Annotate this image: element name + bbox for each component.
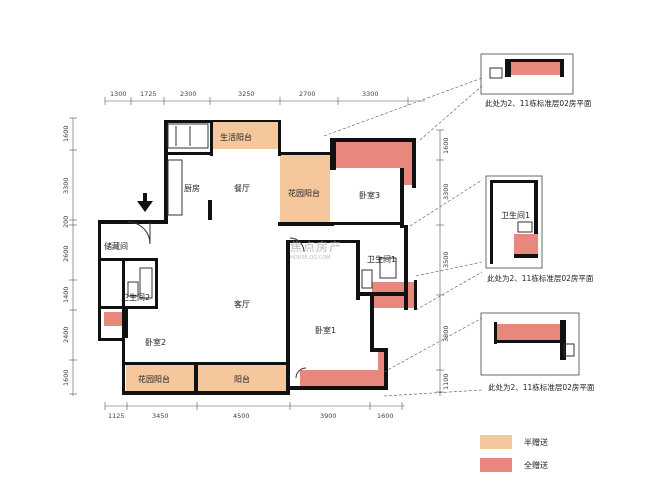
- entry-arrow-icon: [137, 193, 153, 212]
- gift-areas: [104, 121, 414, 393]
- living-balcony-fill: [212, 121, 278, 149]
- legend-half-label: 半赠送: [524, 437, 548, 447]
- bottom-dimension-labels: 1125 3450 4500 3900 1600: [108, 412, 394, 420]
- balcony-fill: [198, 365, 286, 393]
- inset-3: 此处为2、11栋标准层02房平面: [480, 312, 595, 392]
- dim-left-4: 2600: [62, 245, 70, 262]
- dim-bottom-3: 4500: [233, 412, 250, 420]
- bedroom3-full-gift: [336, 141, 414, 185]
- watermark-url: HOUSE.QQ.COM: [290, 255, 331, 261]
- inset-2-bath1: 卫生间1: [501, 210, 530, 220]
- room-living: 客厅: [234, 299, 250, 309]
- watermark-brand: 焦点房产: [290, 240, 343, 254]
- dim-left-2: 3300: [62, 177, 70, 194]
- dim-top-3: 2300: [180, 90, 197, 98]
- dim-right-2: 3300: [442, 183, 450, 200]
- legend-full-swatch: [480, 458, 512, 472]
- interior-lines: [127, 123, 397, 379]
- room-garden-balcony-top: 花园阳台: [288, 188, 320, 198]
- dim-left-1: 1600: [62, 125, 70, 142]
- garden-balcony-top-fill: [280, 155, 330, 225]
- dim-top-5: 2700: [299, 90, 316, 98]
- room-bedroom3: 卧室3: [359, 190, 380, 200]
- bath2-full-gift: [104, 312, 126, 326]
- dim-right-5: 1100: [442, 373, 450, 390]
- legend-half-swatch: [480, 435, 512, 449]
- dim-left-3: 200: [62, 216, 70, 228]
- room-living-balcony: 生活阳台: [220, 132, 252, 142]
- dim-right-4: 3800: [442, 325, 450, 342]
- room-bedroom2: 卧室2: [145, 337, 166, 347]
- inset-2: 卫生间1 此处为2、11栋标准层02房平面: [485, 175, 594, 283]
- right-dimension-labels: 1600 3300 3500 3800 1100: [442, 137, 450, 390]
- room-dining: 餐厅: [234, 184, 250, 193]
- dim-bottom-2: 3450: [152, 412, 169, 420]
- inset-1-note: 此处为2、11栋标准层02房平面: [485, 98, 592, 108]
- dim-right-1: 1600: [442, 137, 450, 154]
- walls: [98, 120, 417, 395]
- watermark: 焦点房产 HOUSE.QQ.COM: [290, 238, 342, 261]
- garden-balcony-bottom-fill: [126, 365, 196, 393]
- room-labels: 生活阳台 厨房 餐厅 花园阳台 卧室3 储藏间 卫生间2 客厅 卫生间1 卧室1…: [104, 132, 396, 384]
- dim-top-6: 3300: [362, 90, 379, 98]
- room-bath2: 卫生间2: [121, 292, 150, 302]
- inset-2-note: 此处为2、11栋标准层02房平面: [487, 273, 594, 283]
- dim-bottom-4: 3900: [320, 412, 337, 420]
- room-garden-balcony-bottom: 花园阳台: [138, 374, 170, 384]
- legend-full-label: 全赠送: [524, 460, 548, 470]
- dim-left-7: 1600: [62, 369, 70, 386]
- dim-left-6: 2400: [62, 326, 70, 343]
- top-dimension-labels: 1300 1725 2300 3250 2700 3300: [110, 90, 379, 98]
- bedroom1-full-gift: [300, 352, 386, 386]
- dim-top-4: 3250: [238, 90, 255, 98]
- leader-lines: [323, 77, 483, 397]
- dimension-lines: [69, 97, 444, 410]
- room-bath1: 卫生间1: [367, 254, 396, 264]
- dim-bottom-5: 1600: [377, 412, 394, 420]
- dim-right-3: 3500: [442, 251, 450, 268]
- dim-top-1: 1300: [110, 90, 127, 98]
- inset-1: 此处为2、11栋标准层02房平面: [480, 53, 592, 108]
- room-kitchen: 厨房: [184, 183, 200, 193]
- room-balcony: 阳台: [234, 374, 250, 384]
- dim-left-5: 1400: [62, 286, 70, 303]
- dim-top-2: 1725: [140, 90, 157, 98]
- room-bedroom1: 卧室1: [315, 325, 336, 335]
- room-storage: 储藏间: [104, 241, 128, 251]
- legend: 半赠送 全赠送: [480, 435, 548, 472]
- left-dimension-labels: 1600 3300 200 2600 1400 2400 1600: [62, 125, 70, 386]
- inset-3-note: 此处为2、11栋标准层02房平面: [488, 382, 595, 392]
- dim-bottom-1: 1125: [108, 412, 125, 420]
